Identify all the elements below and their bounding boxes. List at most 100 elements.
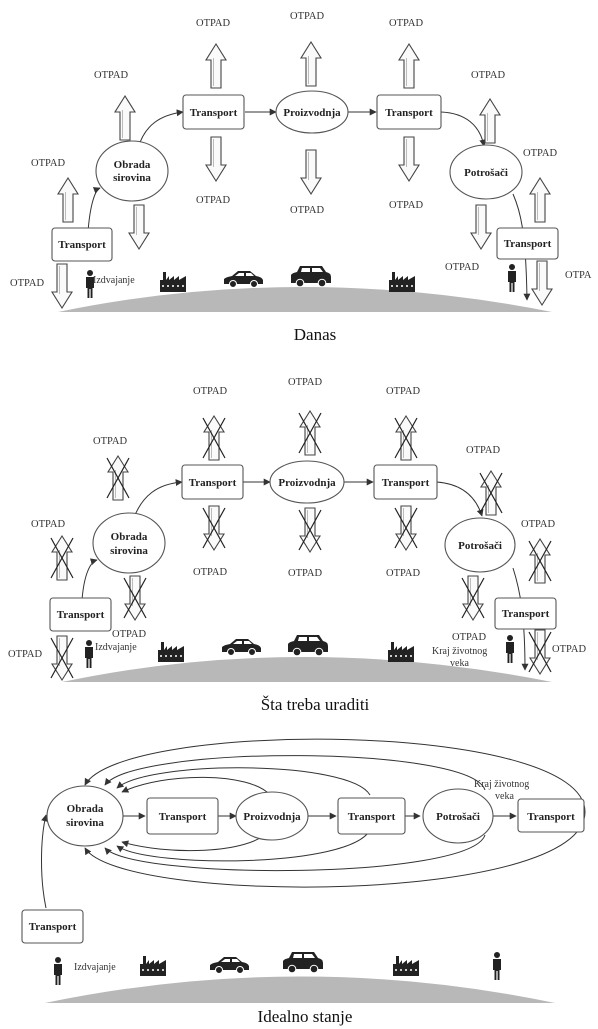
- factory-icon: [393, 956, 419, 976]
- node-transport-left: Transport: [21, 909, 84, 944]
- otpad-label: OTPAD: [10, 278, 44, 289]
- otpad-label: OTPAD: [386, 386, 420, 397]
- izdvajanje-label: Izdvajanje: [95, 642, 137, 653]
- otpad-label: OTPAD: [452, 632, 486, 643]
- svg-text:Transport: Transport: [189, 477, 237, 489]
- svg-text:Potrošači: Potrošači: [458, 540, 502, 552]
- node-transport: Transport: [337, 797, 406, 835]
- caption-idealno-stanje: Idealno stanje: [258, 1007, 353, 1026]
- return-loops: [84, 738, 586, 888]
- factory-icon: [388, 642, 414, 662]
- factory-icon: [158, 642, 184, 662]
- node-potrosaci: Potrošači: [444, 517, 516, 573]
- otpad-label: OTPAD: [193, 386, 227, 397]
- svg-text:Transport: Transport: [57, 609, 105, 621]
- node-proizvodnja: Proizvodnja: [275, 90, 349, 134]
- svg-text:Proizvodnja: Proizvodnja: [278, 477, 336, 489]
- panel-danas: Obrada sirovina Transport Proizvodnja Tr…: [10, 11, 592, 344]
- svg-text:Transport: Transport: [58, 239, 106, 251]
- node-obrada-sirovina: Obrada sirovina: [95, 140, 169, 202]
- node-transport-right: Transport: [494, 597, 557, 630]
- person-icon: [85, 640, 93, 668]
- node-obrada-sirovina: Obrada sirovina: [92, 512, 166, 574]
- node-transport: Transport: [181, 464, 244, 500]
- person-icon: [54, 957, 62, 985]
- node-proizvodnja: Proizvodnja: [235, 791, 309, 841]
- otpad-label: OTPA: [565, 270, 592, 281]
- node-potrosaci: Potrošači: [422, 788, 494, 844]
- svg-text:Transport: Transport: [348, 811, 396, 823]
- svg-text:Transport: Transport: [382, 477, 430, 489]
- svg-text:Obrada: Obrada: [111, 531, 148, 543]
- node-potrosaci: Potrošači: [449, 144, 523, 200]
- otpad-label: OTPAD: [386, 568, 420, 579]
- svg-text:Transport: Transport: [159, 811, 207, 823]
- otpad-label: OTPAD: [112, 629, 146, 640]
- otpad-label: OTPAD: [290, 11, 324, 22]
- otpad-label: OTPAD: [31, 158, 65, 169]
- otpad-label: OTPAD: [389, 18, 423, 29]
- svg-text:sirovina: sirovina: [113, 172, 151, 184]
- svg-text:Transport: Transport: [29, 921, 77, 933]
- factory-icon: [160, 272, 186, 292]
- svg-text:Obrada: Obrada: [114, 159, 151, 171]
- otpad-label: OTPAD: [445, 262, 479, 273]
- ground-hill: [45, 976, 555, 1003]
- kraj-zivotnog-veka-label: veka: [450, 658, 469, 669]
- factory-icon: [140, 956, 166, 976]
- izdvajanje-label: Izdvajanje: [74, 962, 116, 973]
- panel-sta-treba-uraditi: Obrada sirovina Transport Proizvodnja Tr…: [8, 377, 586, 714]
- otpad-label: OTPAD: [471, 70, 505, 81]
- otpad-label: OTPAD: [552, 644, 586, 655]
- otpad-label: OTPAD: [8, 649, 42, 660]
- svg-text:Proizvodnja: Proizvodnja: [243, 811, 301, 823]
- otpad-label: OTPAD: [288, 377, 322, 388]
- person-icon: [493, 952, 501, 980]
- svg-text:sirovina: sirovina: [66, 817, 104, 829]
- node-transport: Transport: [376, 94, 442, 130]
- otpad-label: OTPAD: [93, 436, 127, 447]
- person-icon: [506, 635, 514, 663]
- otpad-label: OTPAD: [389, 200, 423, 211]
- ground-hill: [58, 287, 552, 312]
- otpad-label: OTPAD: [290, 205, 324, 216]
- svg-text:Transport: Transport: [385, 107, 433, 119]
- otpad-label: OTPAD: [193, 567, 227, 578]
- node-transport: Transport: [517, 798, 585, 833]
- car-icon: [223, 270, 264, 288]
- node-transport: Transport: [146, 797, 219, 835]
- ground-hill: [62, 657, 552, 682]
- otpad-label: OTPAD: [31, 519, 65, 530]
- svg-text:Potrošači: Potrošači: [464, 167, 508, 179]
- svg-text:Transport: Transport: [504, 238, 552, 250]
- node-transport-right: Transport: [496, 227, 559, 260]
- svg-text:Obrada: Obrada: [67, 803, 104, 815]
- node-transport-left: Transport: [49, 597, 112, 632]
- otpad-label: OTPAD: [466, 445, 500, 456]
- otpad-label: OTPAD: [196, 18, 230, 29]
- otpad-label: OTPAD: [196, 195, 230, 206]
- kraj-zivotnog-veka-label: Kraj životnog: [474, 779, 529, 790]
- car-icon: [209, 956, 250, 974]
- factory-icon: [389, 272, 415, 292]
- izdvajanje-label: Izdvajanje: [93, 275, 135, 286]
- svg-text:sirovina: sirovina: [110, 545, 148, 557]
- svg-text:Proizvodnja: Proizvodnja: [283, 107, 341, 119]
- panel-idealno-stanje: Obrada sirovina Transport Proizvodnja Tr…: [21, 738, 586, 1026]
- truck-icon: [290, 265, 332, 288]
- svg-text:Transport: Transport: [190, 107, 238, 119]
- caption-danas: Danas: [294, 325, 336, 344]
- kraj-zivotnog-veka-label: veka: [495, 791, 514, 802]
- kraj-zivotnog-veka-label: Kraj životnog: [432, 646, 487, 657]
- node-transport: Transport: [182, 94, 245, 130]
- node-transport: Transport: [373, 464, 438, 500]
- svg-text:Transport: Transport: [527, 811, 575, 823]
- svg-text:Potrošači: Potrošači: [436, 811, 480, 823]
- otpad-label: OTPAD: [94, 70, 128, 81]
- caption-sta-treba-uraditi: Šta treba uraditi: [261, 695, 370, 714]
- truck-icon: [287, 634, 329, 657]
- car-icon: [221, 638, 262, 656]
- node-proizvodnja: Proizvodnja: [269, 460, 345, 504]
- otpad-label: OTPAD: [523, 148, 557, 159]
